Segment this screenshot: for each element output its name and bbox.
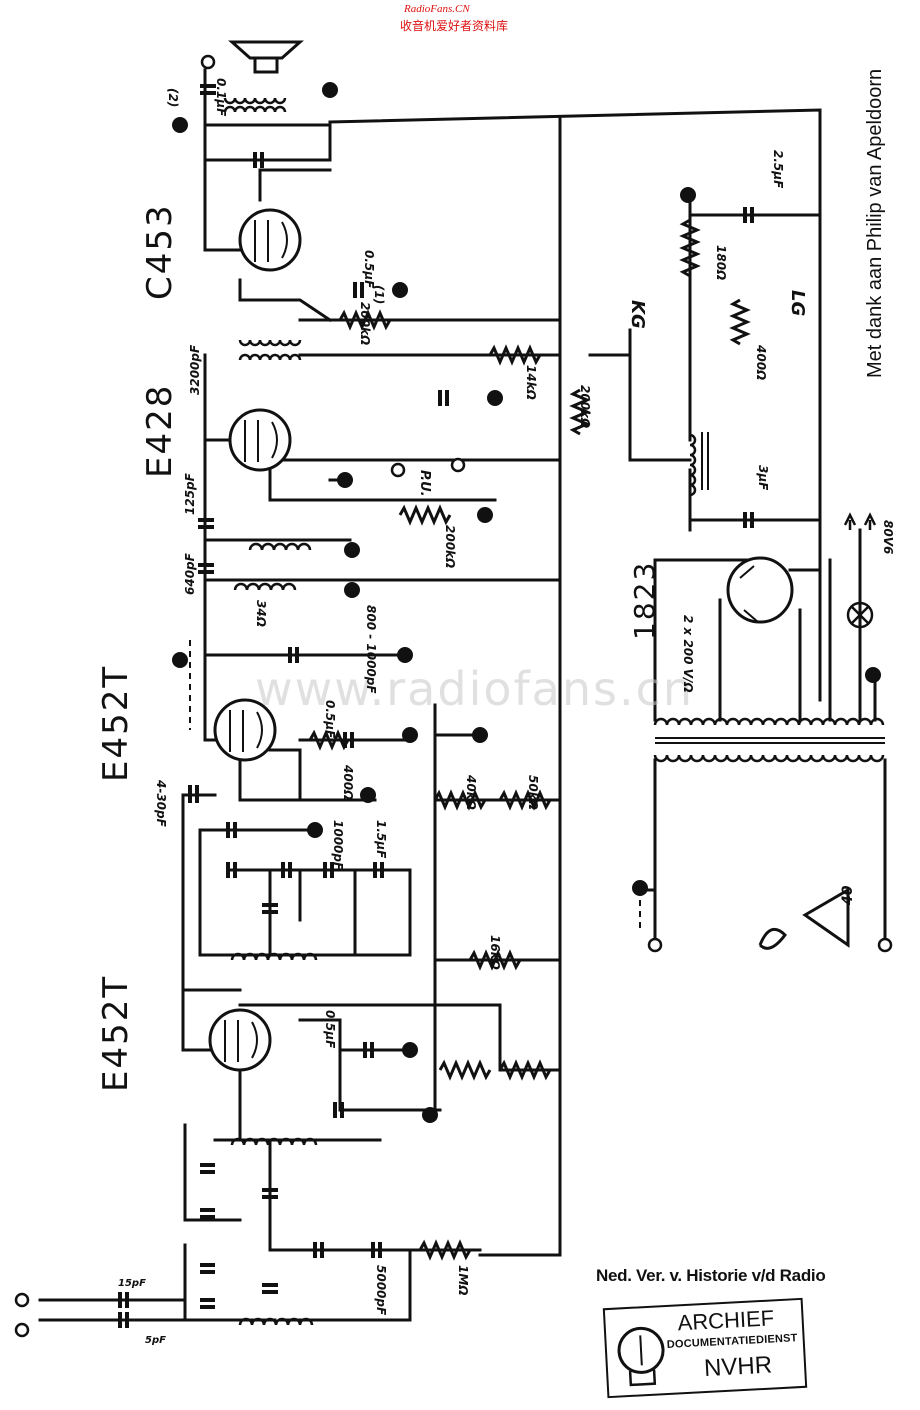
label-c-4-30: 4-30pF [154,780,168,827]
wiring [38,68,887,1322]
label-c-5000: 5000pF [374,1265,388,1316]
label-r-16k: 16kΩ [488,935,502,970]
tube-label-rectifier: 1823 [628,560,661,640]
label-r-180: 180Ω [714,245,728,281]
label-lg: LG [787,290,808,317]
archive-stamp: ARCHIEF DOCUMENTATIEDIENST NVHR [602,1297,808,1399]
label-c-05-a: 0.5μF [362,250,376,289]
triangle-symbol [758,887,850,950]
label-pu: P.U. [417,470,432,497]
label-c-15pf: 15pF [118,1278,146,1289]
tube-label-detector: E428 [140,383,180,478]
tube-label-rf: E452T [96,974,136,1092]
label-r-200k-pu: 200kΩ [443,525,457,569]
label-r-200k-1: 200kΩ [358,302,372,346]
label-r-200k-2: 200kΩ [578,385,592,429]
label-r-1m: 1MΩ [456,1265,470,1296]
label-c-05-b: 0.5μF [323,700,337,739]
stamp-archief: ARCHIEF [676,1305,775,1336]
label-c-15: 1.5μF [374,820,388,859]
label-note-2: (2) [166,88,180,108]
label-c-640: 640pF [183,553,197,595]
label-c-3200: 3200pF [188,344,202,395]
tube-logo-icon [617,1326,665,1387]
label-v-2x200: 2 x 200 V/Ω [681,615,695,693]
label-kg: KG [627,300,648,329]
label-r-50k: 50kΩ [526,775,540,810]
label-r-400b: 400Ω [754,345,768,381]
site-name-chinese: 收音机爱好者资料库 [400,19,509,33]
label-c-5pf: 5pF [145,1335,166,1346]
footer-text: Ned. Ver. v. Historie v/d Radio [596,1266,826,1285]
junction-dots [172,82,881,1123]
tube-c453 [238,208,302,272]
stamp-nvhr: NVHR [703,1351,773,1383]
label-v-80: 80V6 [881,520,895,555]
tube-label-if: E452T [96,664,136,782]
label-c-05-c: 0.5μF [323,1010,337,1049]
label-c-3: 3μF [756,465,770,491]
terminals [14,54,893,1338]
label-c-1000: 1000pF [331,820,345,871]
tube-1823 [726,556,794,624]
label-r-400: 400Ω [341,765,355,801]
tube-e452t-rf [208,1008,272,1072]
label-r-34: 34Ω [254,600,268,627]
label-note-1: (1) [372,285,386,305]
label-r-40k: 40kΩ [464,775,478,810]
label-c-800-1000: 800 - 1000pF [364,605,378,694]
tube-label-output: C453 [140,203,180,300]
credit-text: Met dank aan Philip van Apeldoorn [864,68,886,378]
loudspeaker [228,40,304,74]
inductors [223,97,885,1326]
label-c-125: 125pF [183,473,197,515]
label-c-25: 2.5μF [771,150,785,189]
capacitors [118,84,754,1328]
label-c-01: 0.1μF [214,78,228,117]
tube-e428 [228,408,292,472]
site-name: RadioFans.CN [404,3,470,15]
pilot-lamp [843,512,877,629]
label-triangle-number: 40 [840,885,856,905]
watermark: www.radiofans.cn [255,662,695,716]
label-r-14k: 14kΩ [524,365,538,400]
